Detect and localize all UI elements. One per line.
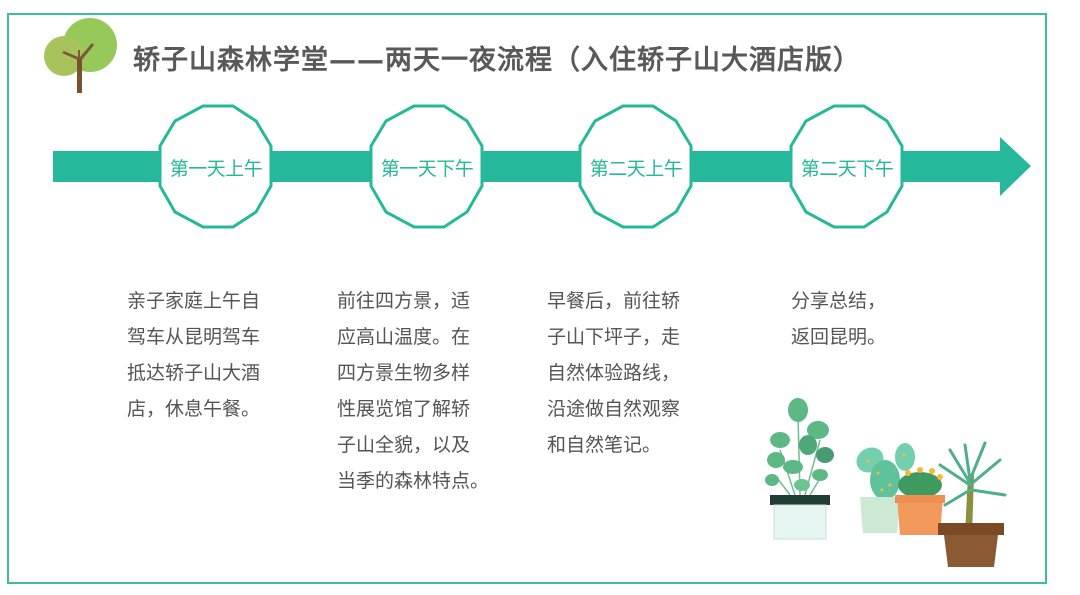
page-title: 轿子山森林学堂——两天一夜流程（入住轿子山大酒店版） — [133, 45, 861, 76]
stage-label-day2-afternoon: 第二天下午 — [800, 158, 894, 180]
potted-plants-illustration — [765, 398, 1007, 567]
stage-label-day2-morning: 第二天上午 — [589, 158, 683, 180]
slide-frame — [7, 13, 1047, 584]
tree-icon — [44, 18, 117, 93]
stage-description-day1-afternoon: 前往四方景，适 应高山温度。在 四方景生物多样 性展览馆了解轿 子山全貌，以及 … — [337, 290, 490, 492]
palm-plant-icon — [938, 441, 1007, 567]
stage-description-day2-afternoon: 分享总结， 返回昆明。 — [791, 290, 887, 348]
cactus-plant-icon — [856, 443, 915, 533]
pilea-plant-icon — [765, 398, 834, 540]
stage-label-day1-morning: 第一天上午 — [169, 158, 263, 180]
stage-label-day1-afternoon: 第一天下午 — [380, 158, 474, 180]
stage-description-day2-morning: 早餐后，前往轿 子山下坪子，走 自然体验路线， 沿途做自然观察 和自然笔记。 — [547, 290, 681, 456]
succulent-plant-icon — [895, 467, 945, 535]
stage-description-day1-morning: 亲子家庭上午自 驾车从昆明驾车 抵达轿子山大酒 店，休息午餐。 — [127, 290, 261, 420]
